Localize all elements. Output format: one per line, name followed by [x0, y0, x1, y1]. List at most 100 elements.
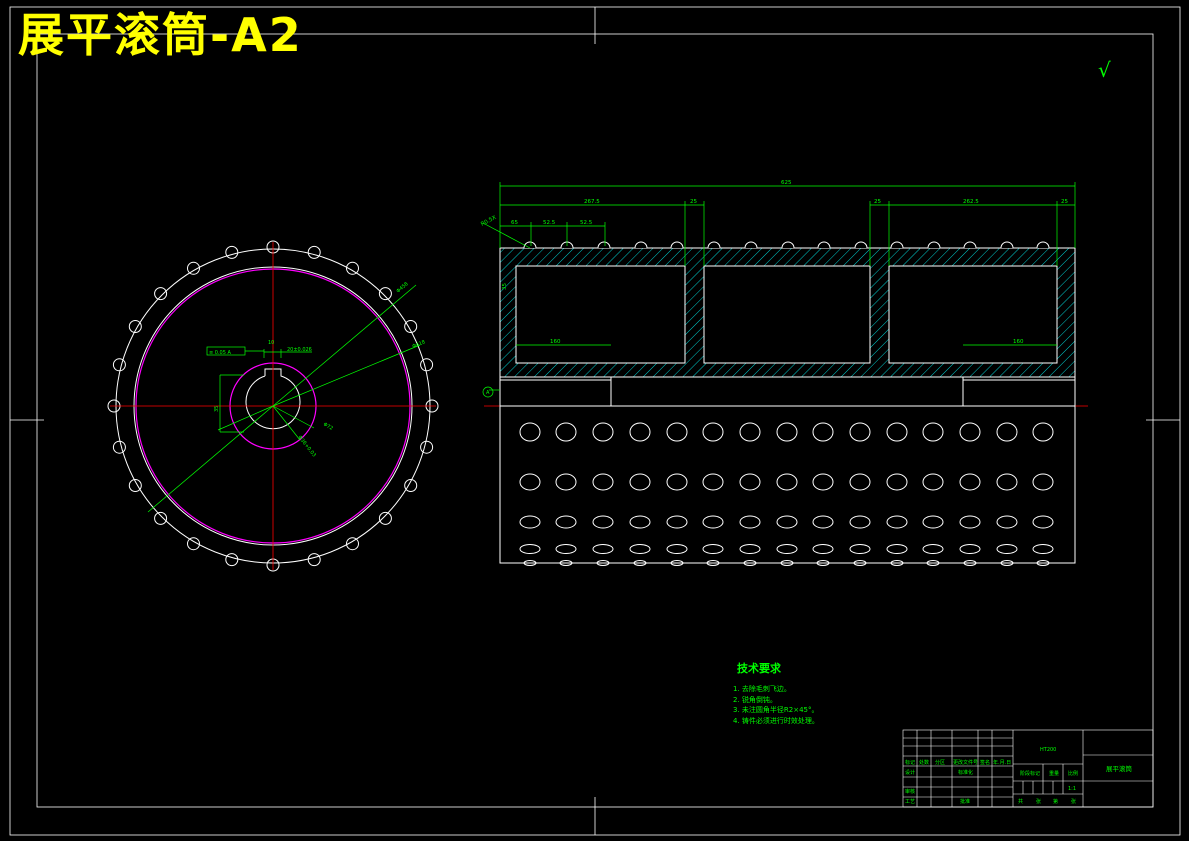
bump [744, 241, 758, 249]
bump [404, 320, 418, 333]
tb-label-4: 签名 [980, 759, 990, 766]
tb-material: HT200 [1040, 747, 1056, 753]
hole [1032, 473, 1054, 491]
section-outline [499, 377, 1076, 406]
tb-review: 审核 [905, 788, 915, 795]
hole [776, 422, 798, 442]
bump [346, 537, 359, 551]
dim-wall-right: 25 [1061, 199, 1068, 205]
hole [592, 515, 614, 529]
tb-part-name: 展平滚筒 [1106, 764, 1133, 773]
section-dim-lines [482, 182, 1076, 391]
tb-sheet-unit-2: 张 [1071, 798, 1076, 805]
hole [890, 560, 904, 566]
tolerance-frame-label: ≡ 0.05 A [209, 350, 232, 356]
hole [555, 422, 577, 442]
hole [702, 515, 724, 529]
bump [420, 440, 434, 454]
hole [633, 560, 647, 566]
hole [739, 473, 761, 491]
hole [812, 515, 834, 529]
datum-label: A [486, 390, 490, 396]
bump [128, 479, 142, 492]
bump [404, 479, 418, 492]
hole [670, 560, 684, 566]
hole [1032, 544, 1054, 554]
hole [776, 544, 798, 554]
hole [1036, 560, 1050, 566]
hole [666, 473, 688, 491]
bump [187, 537, 200, 551]
hole [812, 544, 834, 554]
bump [707, 241, 721, 249]
inner-frame [36, 33, 1154, 808]
bump [854, 241, 868, 249]
bump [781, 241, 795, 249]
hole [555, 544, 577, 554]
hole [592, 473, 614, 491]
hole [702, 473, 724, 491]
hole [922, 544, 944, 554]
bump [346, 261, 359, 275]
hole [996, 515, 1018, 529]
hole [849, 473, 871, 491]
tb-design: 设计 [905, 769, 915, 776]
inner-dia-label: Φ418 [412, 339, 427, 350]
centering-marks [10, 7, 1180, 835]
dim-pitch-3: 52.5 [580, 220, 593, 226]
hole [702, 422, 724, 442]
hole [519, 544, 541, 554]
hole [996, 422, 1018, 442]
bump [112, 358, 126, 372]
dim-pitch-1: 65 [511, 220, 518, 226]
hole [959, 473, 981, 491]
hole [629, 544, 651, 554]
hole [812, 422, 834, 442]
requirement-item: 3. 未注圆角半径R2×45°。 [733, 706, 819, 714]
hole [959, 544, 981, 554]
bump [378, 287, 392, 301]
bump [225, 245, 239, 259]
dim-wall-left: 25 [690, 199, 697, 205]
hole [592, 544, 614, 554]
hole [776, 473, 798, 491]
datum-symbol [482, 386, 494, 398]
hole [629, 473, 651, 491]
bump [890, 241, 904, 249]
hole [706, 560, 720, 566]
bump [597, 241, 611, 249]
bump [112, 440, 126, 454]
hub-dia-label: Φ72 [322, 422, 334, 432]
tb-approve: 批准 [960, 798, 970, 805]
hole [959, 515, 981, 529]
hole [559, 560, 573, 566]
title-block [902, 729, 1154, 808]
hole [519, 473, 541, 491]
bump [634, 241, 648, 249]
bump [225, 553, 239, 567]
tb-label-5: 年.月.日 [993, 759, 1011, 766]
hole [1000, 560, 1014, 566]
hole [555, 515, 577, 529]
bump [1000, 241, 1014, 249]
hole [629, 422, 651, 442]
hole [922, 473, 944, 491]
end-dim-leaders [147, 284, 421, 513]
section-view: 625 267.5 25 25 262.5 25 65 52.5 52.5 16… [480, 180, 1088, 407]
hole [816, 560, 830, 566]
tb-scale: 比例 [1068, 770, 1078, 777]
hole [776, 515, 798, 529]
key-tol-label: 20±0.026 [287, 347, 312, 353]
exterior-holes [519, 422, 1054, 566]
hole [666, 422, 688, 442]
hole [926, 560, 940, 566]
dim-side: 35 [502, 283, 508, 290]
tb-sheet-unit: 张 [1036, 798, 1041, 805]
surface-finish-mark: √ [1098, 58, 1111, 82]
hole [629, 515, 651, 529]
hole [743, 560, 757, 566]
hole [996, 544, 1018, 554]
tb-label-0: 标记 [905, 759, 915, 766]
hole [963, 560, 977, 566]
